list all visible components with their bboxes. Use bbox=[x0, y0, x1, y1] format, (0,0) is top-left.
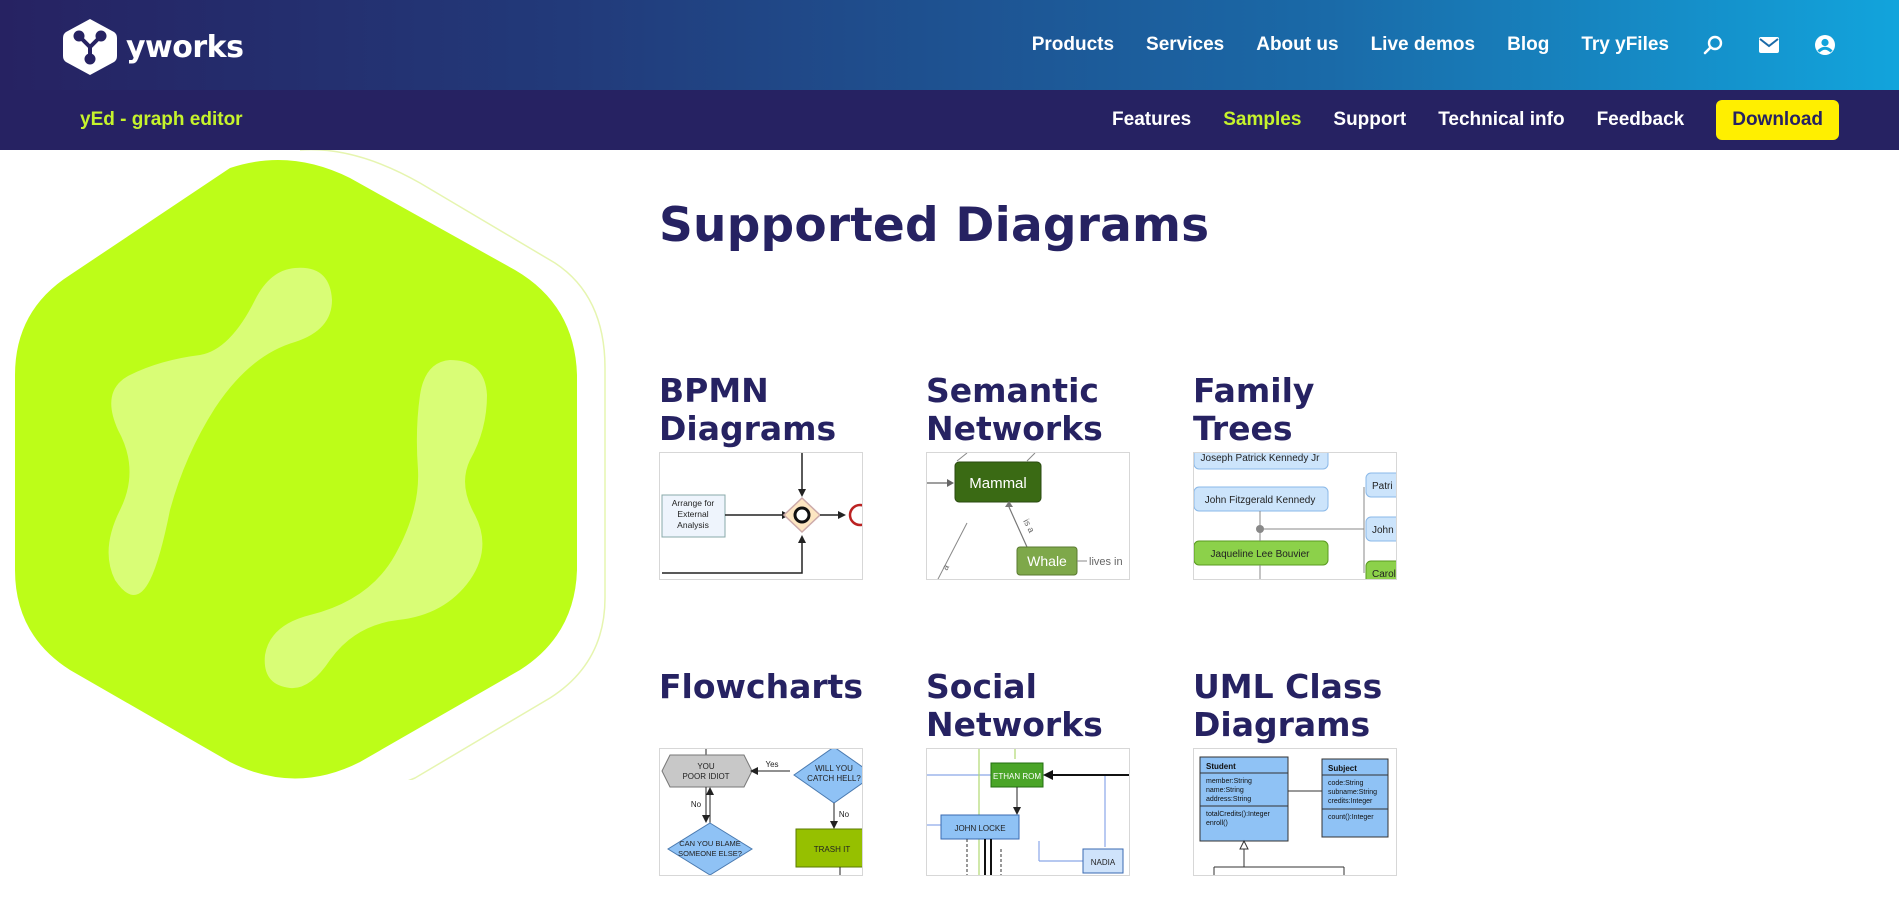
bpmn-thumbnail[interactable]: Arrange for External Analysis bbox=[659, 452, 863, 580]
card-family-trees[interactable]: Family Trees Joseph Patrick Kennedy Jr J… bbox=[1193, 372, 1398, 580]
nav-try-yfiles[interactable]: Try yFiles bbox=[1581, 34, 1669, 55]
card-semantic-networks[interactable]: Semantic Networks Mammal is a Whale live… bbox=[926, 372, 1131, 580]
flow-node-can-you-blame: CAN YOU BLAME bbox=[679, 839, 741, 848]
semantic-node-mammal: Mammal bbox=[969, 475, 1027, 492]
top-header: yworks Products Services About us Live d… bbox=[0, 0, 1899, 90]
yworks-logo[interactable]: yworks bbox=[62, 17, 244, 77]
uml-thumbnail[interactable]: Student member:String name:String addres… bbox=[1193, 748, 1397, 876]
family-node-jaqueline: Jaqueline Lee Bouvier bbox=[1211, 549, 1311, 560]
social-node-john-locke: JOHN LOCKE bbox=[954, 824, 1005, 833]
card-flowcharts[interactable]: Flowcharts YOU POOR IDIOT Yes WILL YOU C… bbox=[659, 668, 864, 876]
family-node-patri: Patri bbox=[1372, 481, 1393, 492]
subnav-support[interactable]: Support bbox=[1333, 109, 1407, 130]
semantic-edge-is-a: is a bbox=[1021, 517, 1036, 534]
nav-products[interactable]: Products bbox=[1031, 34, 1115, 55]
flow-node-you: YOU bbox=[697, 762, 715, 771]
family-node-joseph: Joseph Patrick Kennedy Jr bbox=[1201, 453, 1321, 464]
card-title[interactable]: UML Class Diagrams bbox=[1193, 668, 1398, 748]
logo-text: yworks bbox=[126, 29, 244, 65]
card-title-line-1: Semantic bbox=[926, 371, 1099, 410]
yworks-logo-icon bbox=[63, 19, 117, 75]
bpmn-task-line-3: Analysis bbox=[677, 520, 709, 530]
nav-live-demos[interactable]: Live demos bbox=[1370, 34, 1476, 55]
family-node-carol: Carol bbox=[1372, 569, 1396, 580]
card-title[interactable]: Semantic Networks bbox=[926, 372, 1131, 452]
subnav-technical-info[interactable]: Technical info bbox=[1438, 109, 1565, 130]
flow-node-will-you: WILL YOU bbox=[815, 764, 853, 773]
family-node-john: John bbox=[1372, 525, 1394, 536]
main-nav: Products Services About us Live demos Bl… bbox=[1032, 0, 1899, 90]
card-title-line-2: Trees bbox=[1193, 409, 1293, 448]
subnav-feedback[interactable]: Feedback bbox=[1596, 109, 1685, 130]
sub-nav: Features Samples Support Technical info … bbox=[1080, 90, 1839, 150]
flow-edge-no-2: No bbox=[839, 810, 850, 819]
card-title-line-1: Social bbox=[926, 667, 1037, 706]
nav-services[interactable]: Services bbox=[1146, 34, 1225, 55]
flow-node-someone-else: SOMEONE ELSE? bbox=[678, 849, 742, 858]
social-node-ethan-rom: ETHAN ROM bbox=[993, 772, 1041, 781]
card-title[interactable]: Social Networks bbox=[926, 668, 1131, 748]
card-title-line-2: Networks bbox=[926, 409, 1103, 448]
uml-student-address: address:String bbox=[1206, 796, 1251, 803]
family-tree-thumbnail[interactable]: Joseph Patrick Kennedy Jr John Fitzgeral… bbox=[1193, 452, 1397, 580]
mail-icon[interactable] bbox=[1757, 33, 1781, 57]
hero-decoration bbox=[15, 150, 606, 780]
card-bpmn-diagrams[interactable]: BPMN Diagrams Arrange for External Analy… bbox=[659, 372, 864, 580]
subnav-features[interactable]: Features bbox=[1112, 109, 1192, 130]
uml-subject-code: code:String bbox=[1328, 780, 1364, 787]
uml-subject-count: count():Integer bbox=[1328, 814, 1374, 821]
uml-student-total-credits: totalCredits():Integer bbox=[1206, 811, 1270, 818]
semantic-edge-lives-in: lives in bbox=[1089, 556, 1123, 568]
card-title-line-1: UML Class bbox=[1193, 667, 1383, 706]
uml-subject-subname: subname:String bbox=[1328, 789, 1377, 796]
flow-edge-no-1: No bbox=[691, 800, 702, 809]
flowchart-thumbnail[interactable]: YOU POOR IDIOT Yes WILL YOU CATCH HELL? … bbox=[659, 748, 863, 876]
card-title[interactable]: BPMN Diagrams bbox=[659, 372, 864, 452]
uml-subject-credits: credits:Integer bbox=[1328, 798, 1373, 805]
flow-edge-yes: Yes bbox=[765, 760, 778, 769]
family-node-john-fitzgerald: John Fitzgerald Kennedy bbox=[1205, 495, 1316, 506]
card-title[interactable]: Family Trees bbox=[1193, 372, 1398, 452]
nav-about-us[interactable]: About us bbox=[1256, 34, 1339, 55]
semantic-network-thumbnail[interactable]: Mammal is a Whale lives in a bbox=[926, 452, 1130, 580]
flow-node-poor-idiot: POOR IDIOT bbox=[682, 772, 729, 781]
card-title-line-2: Diagrams bbox=[659, 409, 837, 448]
uml-class-student: Student bbox=[1206, 762, 1236, 771]
card-title-line-1: BPMN bbox=[659, 371, 769, 410]
search-icon[interactable] bbox=[1701, 33, 1725, 57]
card-title[interactable]: Flowcharts bbox=[659, 668, 864, 748]
flow-node-trash-it: TRASH IT bbox=[814, 845, 851, 854]
card-title-line-1: Flowcharts bbox=[659, 667, 864, 706]
uml-student-name: name:String bbox=[1206, 787, 1244, 794]
card-social-networks[interactable]: Social Networks ETHAN ROM JOHN LOCKE NAD… bbox=[926, 668, 1131, 876]
bpmn-task-line-1: Arrange for bbox=[672, 498, 715, 508]
sub-header: yEd - graph editor Features Samples Supp… bbox=[0, 90, 1899, 150]
uml-student-enroll: enroll() bbox=[1206, 820, 1228, 827]
bpmn-task-line-2: External bbox=[677, 509, 708, 519]
account-icon[interactable] bbox=[1813, 33, 1837, 57]
social-network-thumbnail[interactable]: ETHAN ROM JOHN LOCKE NADIA bbox=[926, 748, 1130, 876]
nav-blog[interactable]: Blog bbox=[1507, 34, 1550, 55]
page-title: Supported Diagrams bbox=[659, 198, 1210, 253]
card-title-line-2: Diagrams bbox=[1193, 705, 1371, 744]
download-button[interactable]: Download bbox=[1716, 100, 1839, 140]
social-node-nadia: NADIA bbox=[1091, 858, 1116, 867]
card-uml-class-diagrams[interactable]: UML Class Diagrams Student member:String… bbox=[1193, 668, 1398, 876]
flow-node-catch-hell: CATCH HELL? bbox=[807, 774, 861, 783]
product-title[interactable]: yEd - graph editor bbox=[80, 109, 243, 130]
uml-class-subject: Subject bbox=[1328, 764, 1357, 773]
card-title-line-2: Networks bbox=[926, 705, 1103, 744]
subnav-samples[interactable]: Samples bbox=[1223, 109, 1302, 130]
card-title-line-1: Family bbox=[1193, 371, 1315, 410]
semantic-edge-a: a bbox=[940, 563, 951, 572]
uml-student-member: member:String bbox=[1206, 778, 1252, 785]
semantic-node-whale: Whale bbox=[1027, 553, 1067, 569]
